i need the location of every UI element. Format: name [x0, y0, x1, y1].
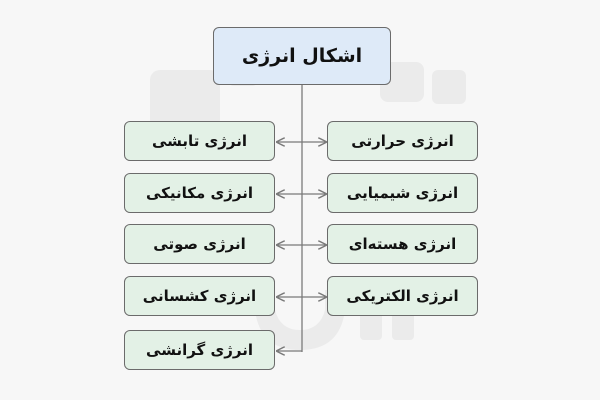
node-thermal-energy: انرژی حرارتی — [327, 121, 478, 161]
node-electrical-energy: انرژی الکتریکی — [327, 276, 478, 316]
node-radiant-energy: انرژی تابشی — [124, 121, 275, 161]
root-node-label: اشکال انرژی — [241, 45, 363, 67]
node-label: انرژی شیمیایی — [346, 184, 459, 202]
node-gravitational-energy: انرژی گرانشی — [124, 330, 275, 370]
node-label: انرژی مکانیکی — [146, 184, 254, 202]
node-label: انرژی کشسانی — [142, 287, 257, 305]
node-nuclear-energy: انرژی هسته‌ای — [327, 224, 478, 264]
node-chemical-energy: انرژی شیمیایی — [327, 173, 478, 213]
node-label: انرژی تابشی — [151, 132, 248, 150]
node-sound-energy: انرژی صوتی — [124, 224, 275, 264]
root-node: اشکال انرژی — [213, 27, 391, 85]
node-elastic-energy: انرژی کشسانی — [124, 276, 275, 316]
node-label: انرژی حرارتی — [351, 132, 454, 150]
node-label: انرژی صوتی — [153, 235, 246, 253]
node-label: انرژی الکتریکی — [346, 287, 459, 305]
node-label: انرژی هسته‌ای — [348, 235, 457, 253]
node-label: انرژی گرانشی — [146, 341, 253, 359]
node-mechanical-energy: انرژی مکانیکی — [124, 173, 275, 213]
